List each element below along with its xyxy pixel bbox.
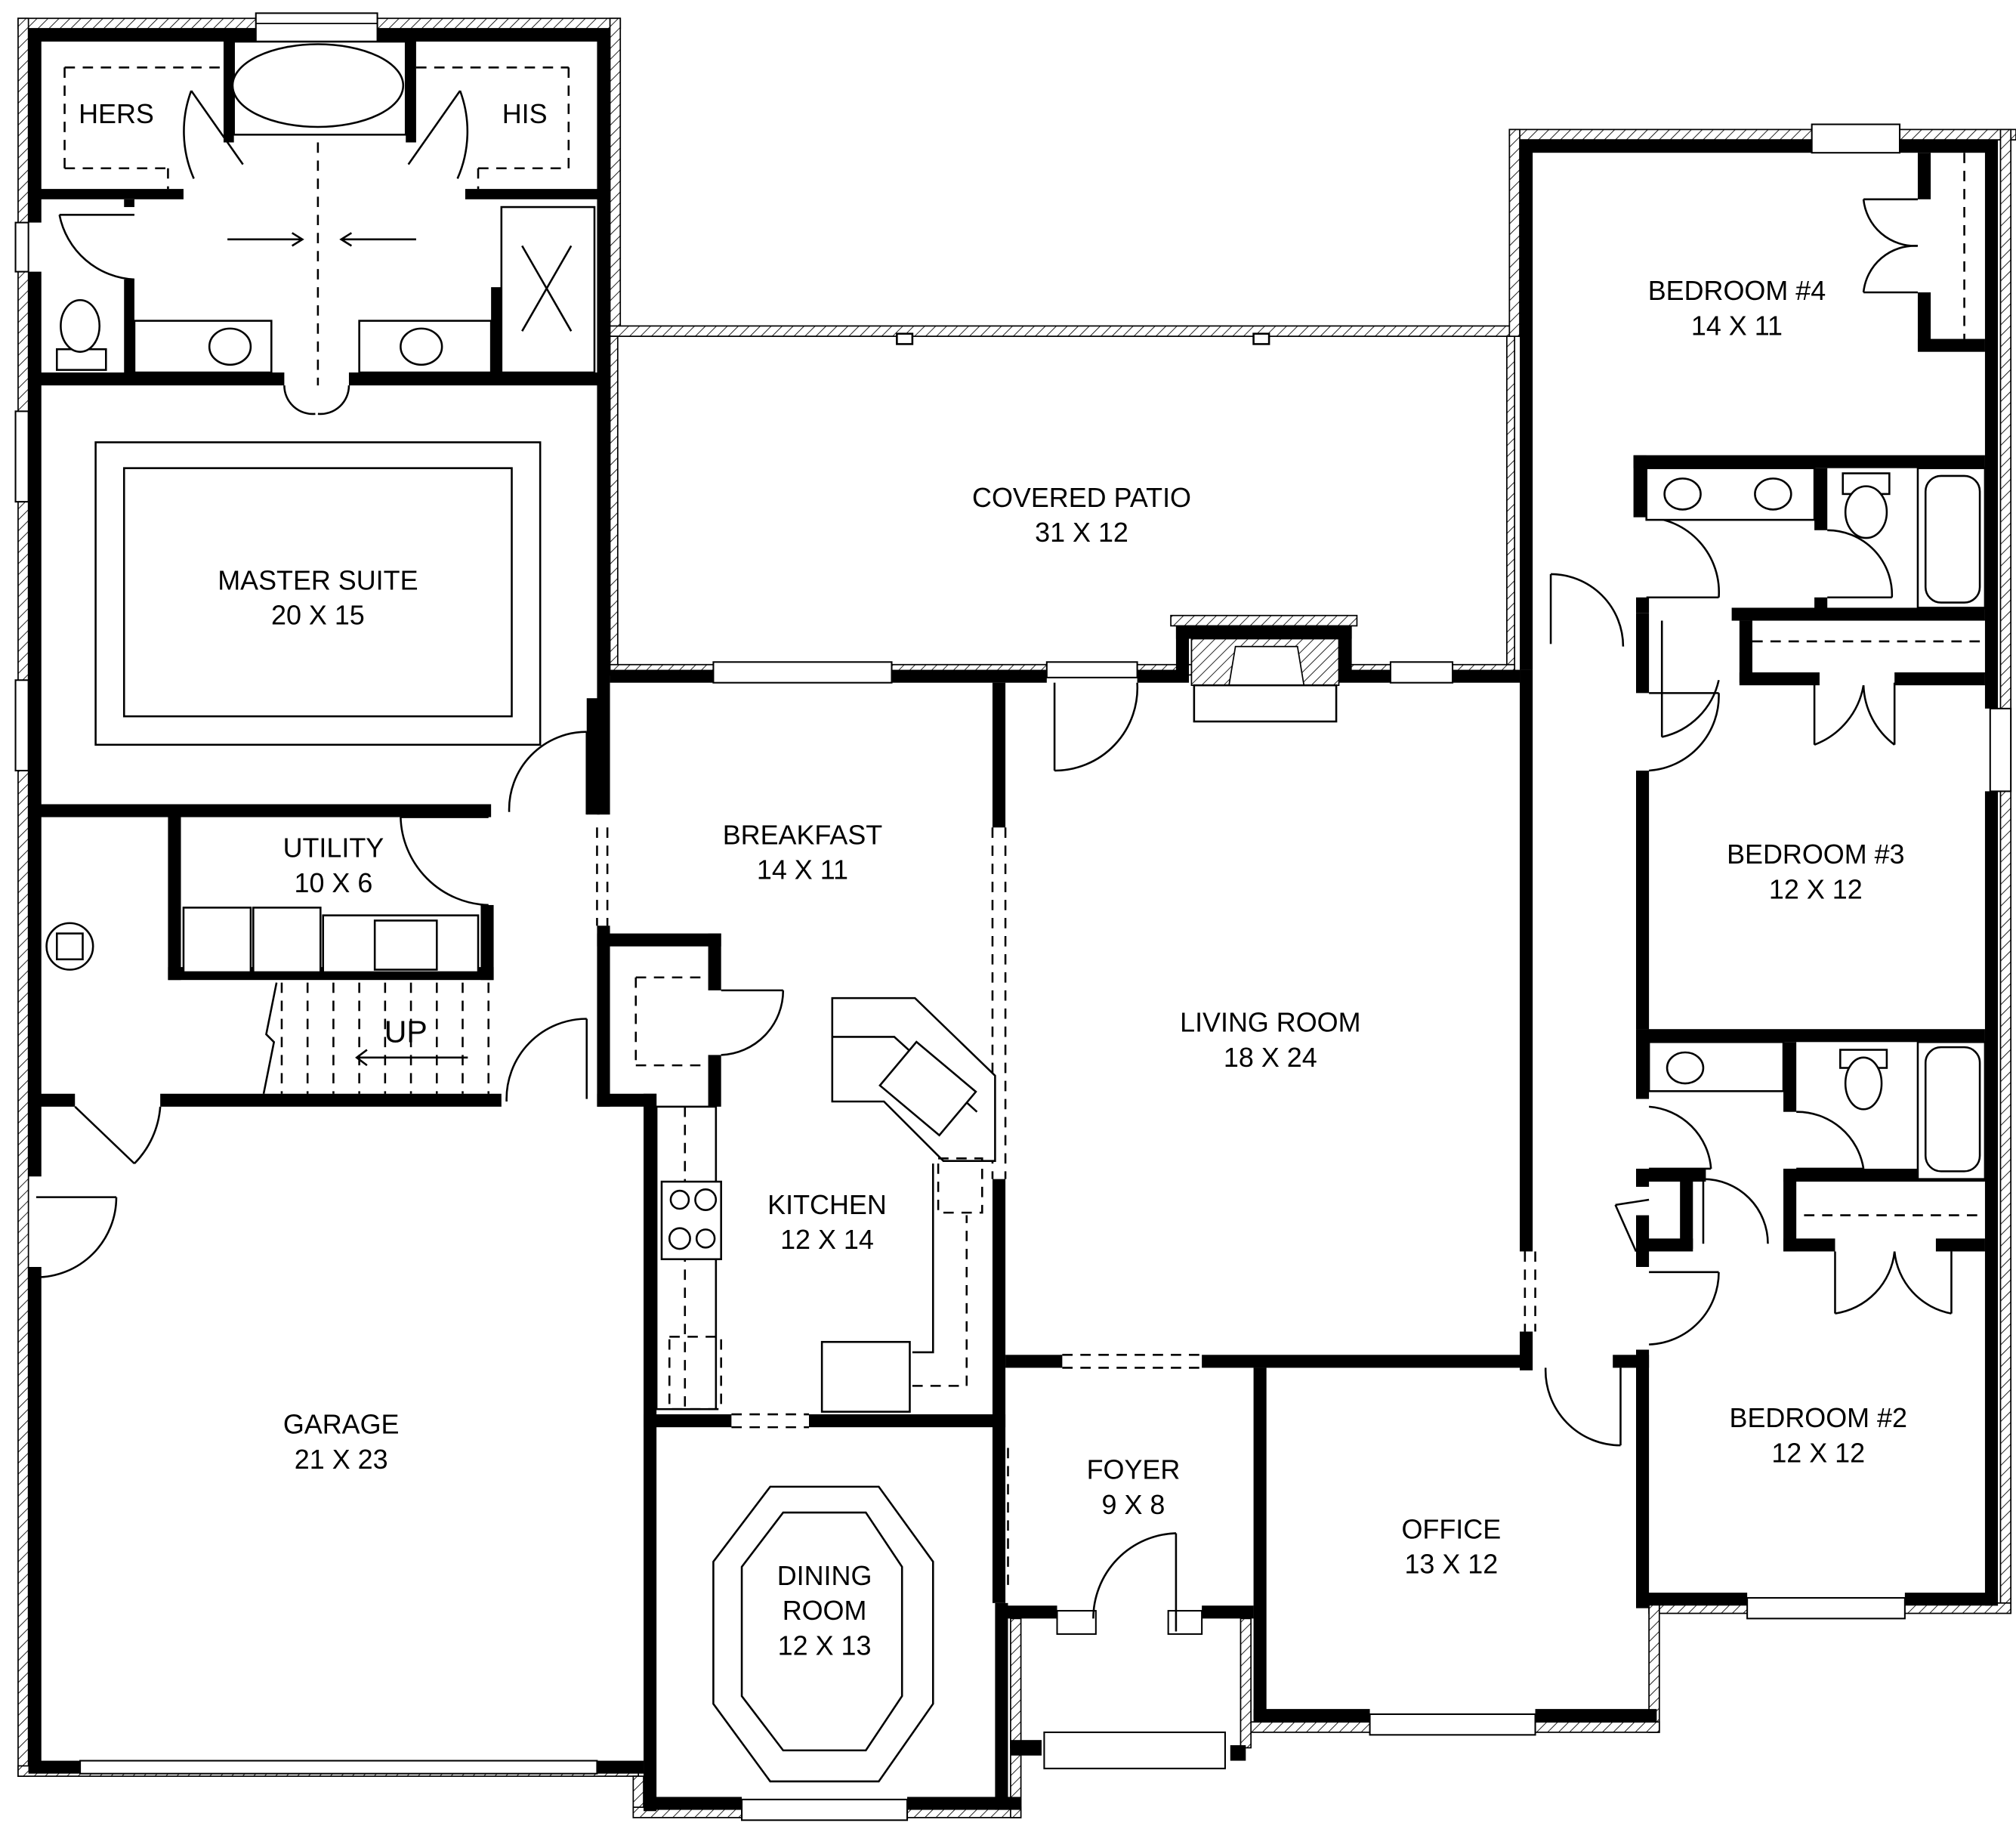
- stairs-up-label: UP: [384, 1014, 428, 1049]
- room-name-covered-patio: COVERED PATIO: [972, 482, 1191, 513]
- utility-sink-icon: [373, 919, 438, 971]
- toilet-icon: [1844, 485, 1888, 539]
- sink-icon: [208, 327, 252, 366]
- room-name-bedroom-2: BEDROOM #2: [1730, 1402, 1907, 1433]
- room-size-bedroom-2: 12 X 12: [1771, 1437, 1865, 1468]
- staircase: [262, 982, 490, 1094]
- room-size-kitchen: 12 X 14: [780, 1224, 874, 1255]
- bathtub-icon: [1924, 474, 1981, 604]
- dryer-icon: [182, 907, 252, 974]
- room-name-bedroom-3: BEDROOM #3: [1727, 839, 1904, 870]
- dishwasher-icon: [668, 1336, 722, 1411]
- toilet-icon: [60, 298, 101, 353]
- room-name-office: OFFICE: [1402, 1513, 1502, 1544]
- room-name-hers: HERS: [79, 98, 154, 129]
- fireplace-hearth: [1193, 684, 1338, 723]
- range-icon: [660, 1180, 722, 1261]
- room-name-master-suite: MASTER SUITE: [218, 564, 418, 595]
- room-name-garage: GARAGE: [283, 1409, 400, 1440]
- windows: [14, 12, 2012, 1821]
- room-size-office: 13 X 12: [1404, 1548, 1498, 1579]
- room-size-bedroom-4: 14 X 11: [1691, 310, 1783, 341]
- sink-icon: [1663, 477, 1702, 511]
- toilet-icon: [1844, 1056, 1883, 1111]
- double-sink-icon: [878, 1040, 977, 1137]
- sink-icon: [1666, 1051, 1705, 1085]
- room-name-breakfast: BREAKFAST: [723, 820, 883, 851]
- room-name-his: HIS: [502, 98, 548, 129]
- room-name-utility: UTILITY: [283, 833, 384, 864]
- room-size-covered-patio: 31 X 12: [1035, 517, 1128, 548]
- room-size-master-suite: 20 X 15: [271, 600, 365, 631]
- water-heater-icon: [45, 922, 94, 971]
- room-name-bedroom-4: BEDROOM #4: [1648, 275, 1826, 306]
- doors: [36, 90, 1953, 1632]
- room-size-utility: 10 X 6: [295, 867, 373, 898]
- room-name-dining-room-line1: DINING: [777, 1560, 872, 1591]
- room-size-dining-room: 12 X 13: [778, 1630, 872, 1661]
- refrigerator-icon: [820, 1340, 911, 1413]
- room-size-living-room: 18 X 24: [1224, 1042, 1317, 1073]
- room-labels: HERS HIS MASTER SUITE 20 X 15 COVERED PA…: [79, 98, 1907, 1661]
- room-name-kitchen: KITCHEN: [767, 1189, 887, 1220]
- washer-icon: [252, 907, 322, 974]
- room-size-bedroom-3: 12 X 12: [1769, 873, 1863, 904]
- room-name-living-room: LIVING ROOM: [1180, 1007, 1360, 1038]
- sink-icon: [1754, 477, 1792, 511]
- room-size-foyer: 9 X 8: [1102, 1489, 1165, 1520]
- room-name-dining-room-line2: ROOM: [783, 1595, 867, 1626]
- arrow-left-icon: [355, 1049, 468, 1067]
- interior-walls: [28, 28, 1999, 1812]
- fixtures: [45, 40, 1987, 1783]
- room-size-garage: 21 X 23: [295, 1444, 388, 1475]
- room-size-breakfast: 14 X 11: [757, 854, 848, 885]
- sink-icon: [400, 327, 443, 366]
- bathtub-icon: [231, 43, 405, 128]
- bathtub-icon: [1924, 1046, 1981, 1173]
- room-name-foyer: FOYER: [1087, 1454, 1181, 1485]
